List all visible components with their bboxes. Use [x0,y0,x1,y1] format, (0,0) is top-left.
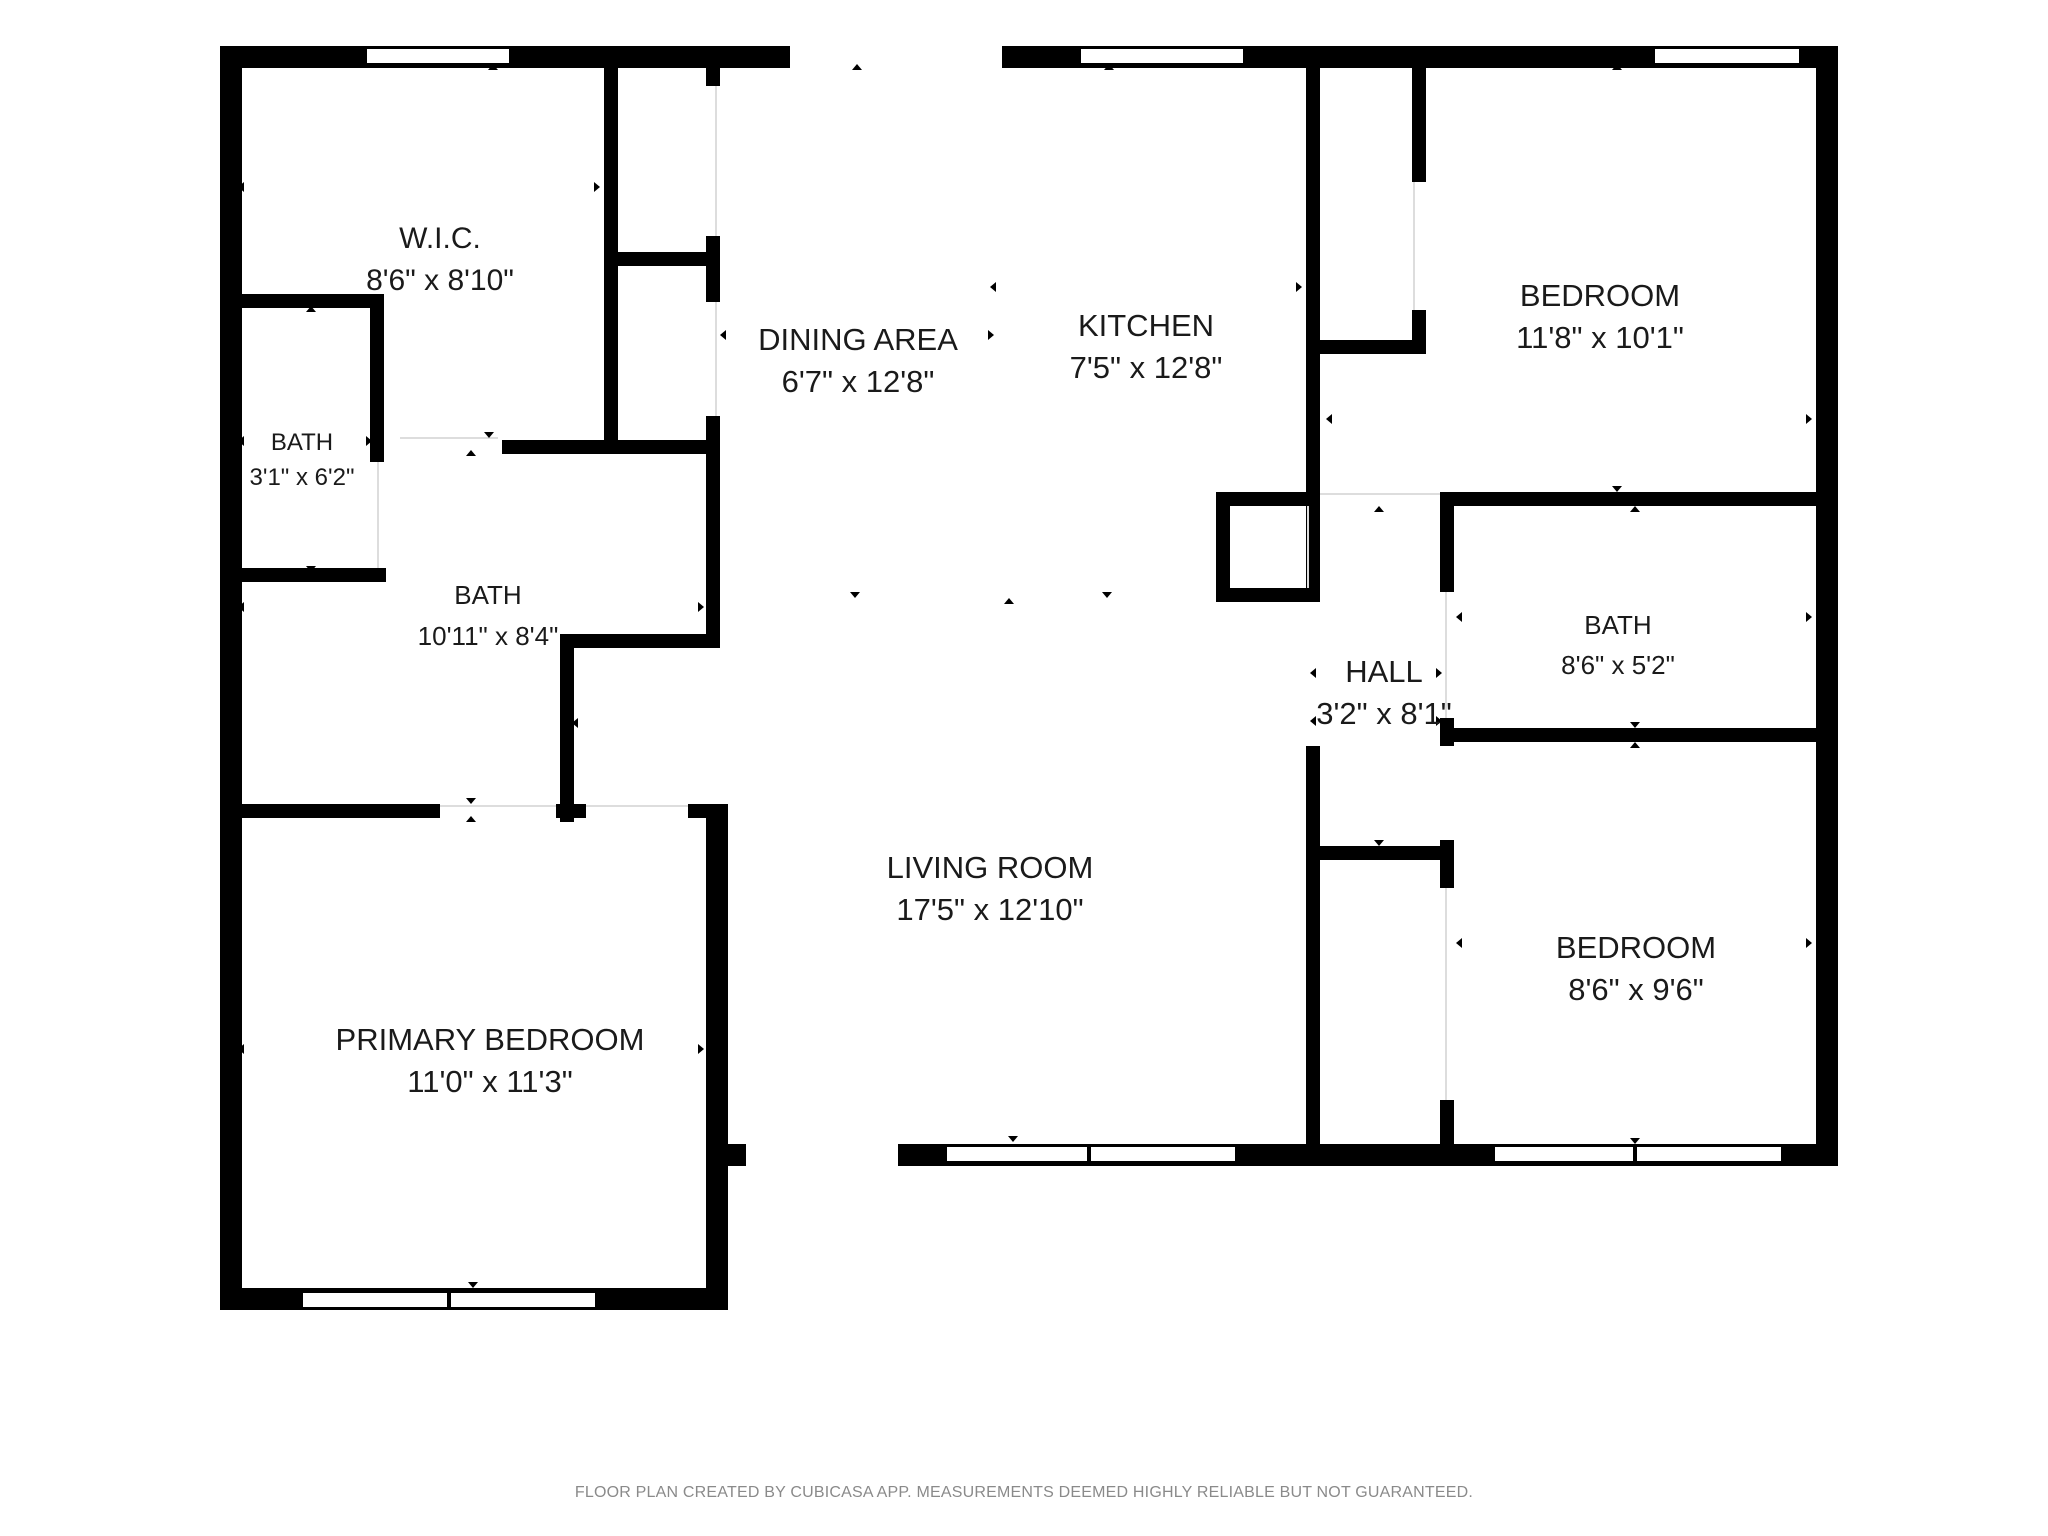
window-bedroom-se-bottom-1 [1493,1145,1635,1163]
primary-dims: 11'0" x 11'3" [407,1064,572,1099]
bedroom-se-dims: 8'6" x 9'6" [1568,972,1704,1007]
closet-ne-bottom-wall [1320,340,1426,354]
window-kitchen-top [1079,47,1245,65]
kitchen-east-wall [1306,64,1320,506]
wic-name: W.I.C. [399,222,481,255]
bath-small-top-wall [236,294,382,308]
bath-small-dims: 3'1" x 6'2" [250,464,355,491]
window-primary-bottom-1 [301,1291,449,1309]
closet-ne-right-wall [1412,64,1426,182]
wic-bottom-wall [502,440,720,454]
dining-west-wall-upper [706,64,720,86]
hall-west-wall [1306,746,1320,1166]
primary-top-wall-left [236,804,440,818]
measure-markers [238,64,1812,1288]
pantry-right-wall [1306,506,1320,602]
living-name: LIVING ROOM [887,850,1094,885]
kitchen-dims: 7'5" x 12'8" [1070,350,1223,385]
primary-right-wall [706,804,728,1310]
primary-name: PRIMARY BEDROOM [336,1022,645,1057]
window-bedroom-ne-top [1653,47,1801,65]
bath-east-name: BATH [1584,610,1651,640]
pantry-bottom-wall [1216,588,1320,602]
hall-dims: 3'2" x 8'1" [1316,696,1452,731]
bedroom-ne-dims: 11'8" x 10'1" [1516,320,1684,355]
dining-west-wall-lower [706,416,720,648]
bedroom-se-name: BEDROOM [1556,930,1716,965]
footer-disclaimer: FLOOR PLAN CREATED BY CUBICASA APP. MEAS… [574,1484,1474,1501]
bath-main-dims: 10'11" x 8'4" [418,621,559,651]
kitchen-name: KITCHEN [1078,308,1214,343]
hall-east-wall-mid [1440,718,1454,746]
room-labels: W.I.C. 8'6" x 8'10" BATH 3'1" x 6'2" BAT… [250,222,1717,1099]
opening-living-bottom [746,1144,898,1166]
door-guides [377,86,1447,1100]
bath-main-step-wall [560,634,720,648]
window-living-bottom-1 [945,1145,1089,1163]
primary-top-wall-right [556,804,586,818]
outer-wall-left [220,46,242,1310]
bedroom-ne-bottom-wall [1440,492,1838,506]
bath-main-right-wall [560,634,574,822]
opening-dining-top [790,46,1002,68]
pantry-left-wall [1216,492,1230,600]
wic-dims: 8'6" x 8'10" [366,264,514,297]
bedroom-ne-name: BEDROOM [1520,278,1680,313]
bath-small-bottom-wall [236,568,386,582]
bath-main-name: BATH [454,580,521,610]
dining-west-wall-mid [706,236,720,302]
window-primary-bottom-2 [449,1291,597,1309]
pantry-top-wall [1216,492,1320,506]
bath-east-bottom-wall [1452,728,1838,742]
window-living-bottom-2 [1089,1145,1237,1163]
hall-east-wall-upper [1440,492,1454,592]
closet-divider-wall [604,252,714,266]
hall-east-wall-bottom [1440,1100,1454,1166]
window-bedroom-se-bottom-2 [1635,1145,1783,1163]
dining-name: DINING AREA [758,322,958,357]
bath-small-name: BATH [271,429,333,456]
hall-closet-wall [1320,846,1454,860]
dining-dims: 6'7" x 12'8" [782,364,935,399]
outer-wall-right [1816,46,1838,1166]
bath-small-right-wall [370,294,384,462]
hall-name: HALL [1345,654,1423,689]
bath-east-dims: 8'6" x 5'2" [1561,650,1675,680]
window-wic-top [365,47,511,65]
living-dims: 17'5" x 12'10" [896,892,1083,927]
openings [301,46,1801,1309]
primary-top-wall-end [688,804,728,818]
walls [220,46,1838,1310]
outer-wall-top [220,46,1838,68]
